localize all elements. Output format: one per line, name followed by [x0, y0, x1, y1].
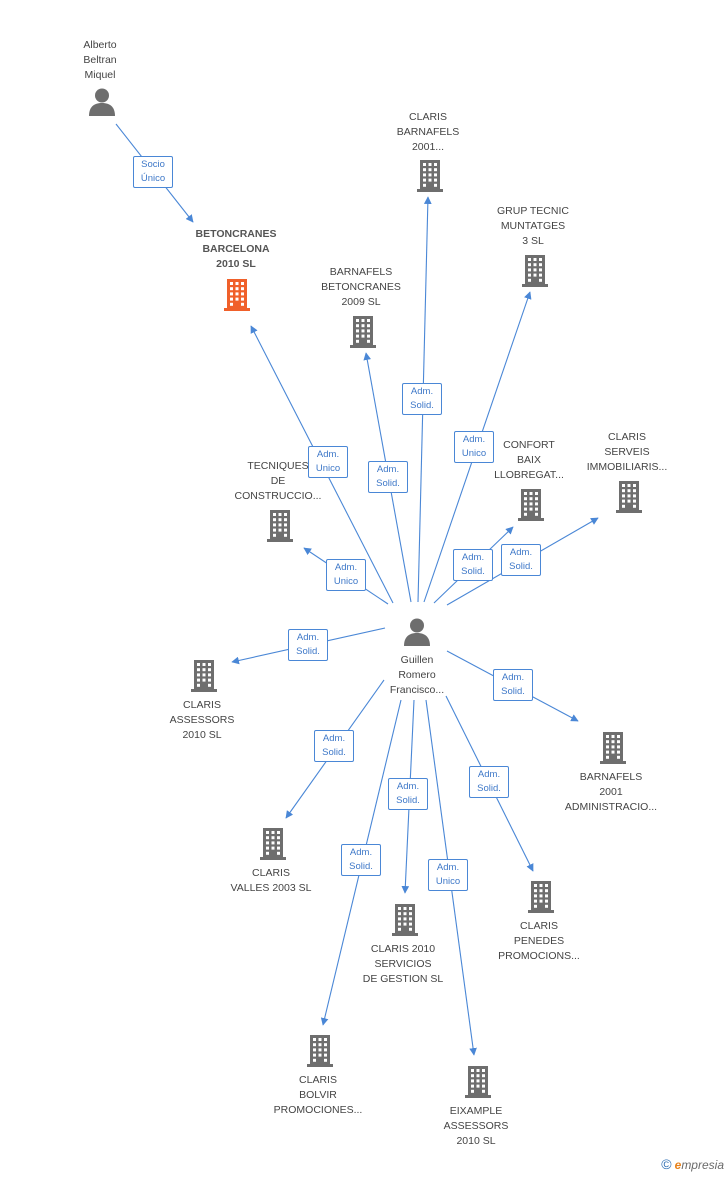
relationship-badge[interactable]: Adm. Solid.: [288, 629, 328, 661]
relationship-badge[interactable]: Adm. Solid.: [493, 669, 533, 701]
company-name[interactable]: BARNAFELS 2001 ADMINISTRACIO...: [564, 771, 658, 813]
company-name[interactable]: TECNIQUES DE CONSTRUCCIO...: [234, 460, 322, 502]
relationship-badge[interactable]: Adm. Unico: [428, 859, 468, 891]
company-name[interactable]: CLARIS ASSESSORS 2010 SL: [169, 699, 235, 741]
company-building-icon[interactable]: [462, 1065, 494, 1104]
company-building-icon[interactable]: [347, 315, 379, 354]
relationship-badge[interactable]: Adm. Solid.: [314, 730, 354, 762]
company-name[interactable]: GRUP TECNIC MUNTATGES 3 SL: [497, 205, 569, 247]
focus-company-building-icon[interactable]: [221, 278, 253, 317]
person-icon[interactable]: [402, 617, 432, 652]
company-building-icon[interactable]: [414, 159, 446, 198]
relationship-badge[interactable]: Socio Único: [133, 156, 173, 188]
company-building-icon[interactable]: [519, 254, 551, 293]
company-name[interactable]: EIXAMPLE ASSESSORS 2010 SL: [443, 1105, 509, 1147]
company-name[interactable]: CLARIS BOLVIR PROMOCIONES...: [273, 1074, 363, 1116]
relationship-badge[interactable]: Adm. Solid.: [501, 544, 541, 576]
company-building-icon[interactable]: [515, 488, 547, 527]
empresia-brand[interactable]: ©empresia: [661, 1156, 724, 1172]
company-building-icon[interactable]: [188, 659, 220, 698]
relationship-badge[interactable]: Adm. Solid.: [341, 844, 381, 876]
company-building-icon[interactable]: [597, 731, 629, 770]
relationship-badge[interactable]: Adm. Solid.: [388, 778, 428, 810]
company-building-icon[interactable]: [525, 880, 557, 919]
company-name[interactable]: CLARIS BARNAFELS 2001...: [396, 111, 460, 153]
company-name[interactable]: CONFORT BAIX LLOBREGAT...: [494, 439, 564, 481]
relationship-badge[interactable]: Adm. Unico: [454, 431, 494, 463]
company-name[interactable]: CLARIS SERVEIS IMMOBILIARIS...: [586, 431, 668, 473]
company-building-icon[interactable]: [613, 480, 645, 519]
person-icon[interactable]: [87, 87, 117, 122]
brand-logo-text: mpresia: [681, 1158, 724, 1172]
company-building-icon[interactable]: [389, 903, 421, 942]
company-building-icon[interactable]: [264, 509, 296, 548]
copyright-symbol: ©: [661, 1156, 672, 1172]
company-name[interactable]: BETONCRANES BARCELONA 2010 SL: [195, 228, 277, 270]
relationship-badge[interactable]: Adm. Solid.: [402, 383, 442, 415]
relationship-badge[interactable]: Adm. Solid.: [453, 549, 493, 581]
company-name[interactable]: CLARIS VALLES 2003 SL: [230, 867, 312, 894]
relationship-badge[interactable]: Adm. Unico: [308, 446, 348, 478]
company-building-icon[interactable]: [304, 1034, 336, 1073]
relationship-badge[interactable]: Adm. Solid.: [368, 461, 408, 493]
person-name[interactable]: Guillen Romero Francisco...: [389, 654, 445, 696]
relationship-badge[interactable]: Adm. Solid.: [469, 766, 509, 798]
company-building-icon[interactable]: [257, 827, 289, 866]
brand-logo-e: e: [674, 1158, 682, 1172]
person-name[interactable]: Alberto Beltran Miquel: [83, 39, 117, 81]
company-name[interactable]: CLARIS PENEDES PROMOCIONS...: [498, 920, 580, 962]
company-name[interactable]: CLARIS 2010 SERVICIOS DE GESTION SL: [362, 943, 444, 985]
relationship-badge[interactable]: Adm. Unico: [326, 559, 366, 591]
company-name[interactable]: BARNAFELS BETONCRANES 2009 SL: [321, 266, 401, 308]
